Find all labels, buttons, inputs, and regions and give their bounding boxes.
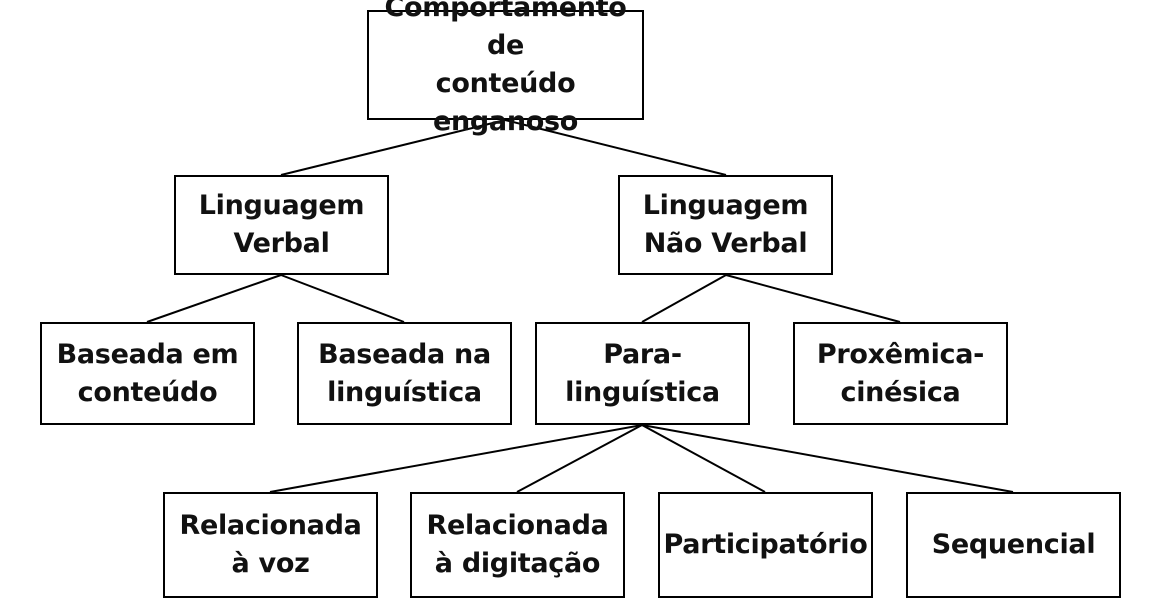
node-baseada-em-conteudo: Baseada em conteúdo [40,322,255,425]
node-baseada-na-linguistica: Baseada na linguística [297,322,512,425]
node-label: Relacionada à digitação [426,510,609,579]
node-label: Baseada na linguística [318,338,491,408]
node-sequencial: Sequencial [906,492,1121,598]
node-label: Para- linguística [565,338,720,408]
node-label: Sequencial [931,529,1096,560]
node-linguagem-nao-verbal: Linguagem Não Verbal [618,175,833,275]
edge-root-verbal [280,119,506,176]
node-label: Comportamento de conteúdo enganoso [384,0,627,137]
node-comportamento-conteudo-enganoso: Comportamento de conteúdo enganoso [367,0,644,137]
edge-nao-verbal-proxemica [725,274,901,323]
edge-verbal-baseada-conteudo [146,274,282,323]
edge-para-participatorio [641,424,766,493]
node-paralinguistica: Para- linguística [535,322,750,425]
edge-nao-verbal-paralinguistica [641,274,727,323]
node-linguagem-verbal: Linguagem Verbal [174,175,389,275]
node-label: Relacionada à voz [179,510,362,579]
node-relacionada-a-voz: Relacionada à voz [163,492,378,598]
node-proxemica-cinesica: Proxêmica- cinésica [793,322,1008,425]
node-label: Participatório [663,529,868,560]
edge-root-nao-verbal [504,119,727,176]
edge-para-sequencial [641,424,1014,493]
node-participatorio: Participatório [658,492,873,598]
node-label: Linguagem Não Verbal [642,190,809,259]
node-relacionada-a-digitacao: Relacionada à digitação [410,492,625,598]
node-label: Proxêmica- cinésica [816,338,985,408]
node-label: Baseada em conteúdo [56,338,239,408]
edge-verbal-baseada-linguistica [280,274,405,323]
edge-para-relacionada-digitacao [516,424,643,493]
edge-para-relacionada-voz [269,424,643,493]
node-label: Linguagem Verbal [198,190,365,259]
